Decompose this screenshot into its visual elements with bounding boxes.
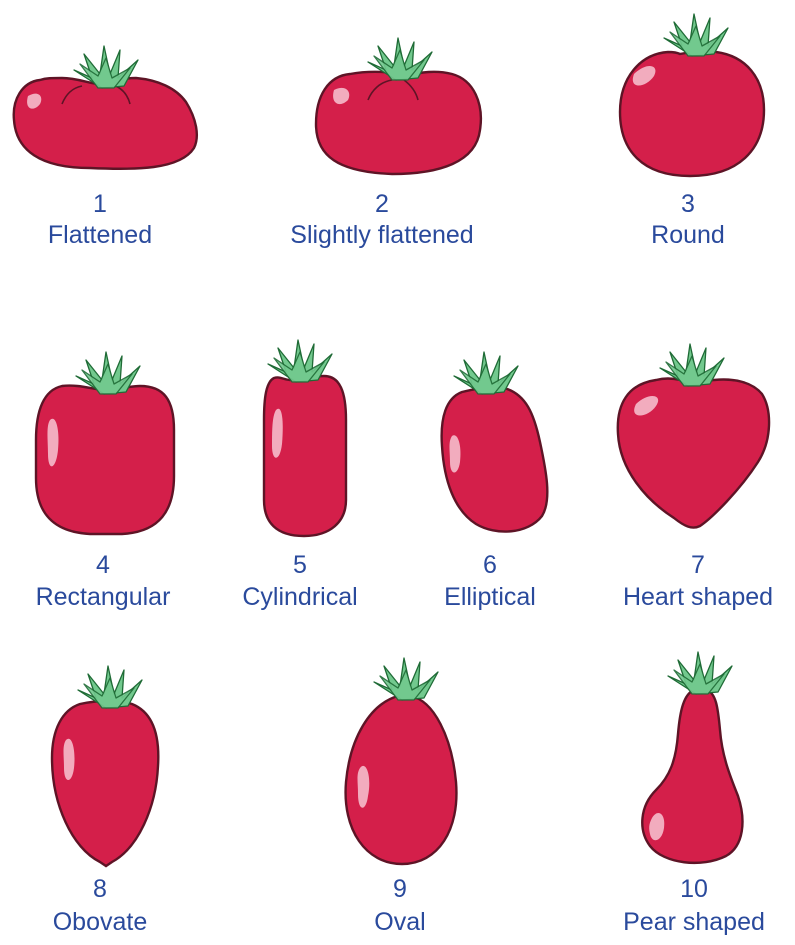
shape-number: 8 — [93, 875, 107, 903]
shape-number: 2 — [375, 190, 389, 218]
shape-number: 1 — [93, 190, 107, 218]
tomato-item-8: 8 Obovate — [52, 666, 158, 936]
tomato-item-4: 4 Rectangular — [36, 352, 174, 611]
shape-name: Round — [651, 221, 725, 249]
tomato-slightly-flattened-icon — [316, 38, 481, 174]
shape-number: 3 — [681, 190, 695, 218]
shape-name: Elliptical — [444, 583, 536, 611]
shape-number: 10 — [680, 875, 708, 903]
tomato-item-7: 7 Heart shaped — [618, 344, 773, 611]
tomato-round-icon — [620, 14, 764, 176]
shape-name: Obovate — [53, 908, 148, 936]
tomato-cylindrical-icon — [264, 340, 346, 536]
tomato-item-9: 9 Oval — [346, 658, 457, 936]
tomato-item-6: 6 Elliptical — [442, 352, 548, 611]
shape-name: Slightly flattened — [290, 221, 473, 249]
shape-name: Rectangular — [36, 583, 171, 611]
tomato-oval-icon — [346, 658, 457, 864]
tomato-heart-shaped-icon — [618, 344, 769, 528]
tomato-rectangular-icon — [36, 352, 174, 534]
shape-number: 4 — [96, 551, 110, 579]
shape-number: 7 — [691, 551, 705, 579]
shape-name: Cylindrical — [242, 583, 357, 611]
tomato-item-2: 2 Slightly flattened — [290, 38, 481, 249]
tomato-item-1: 1 Flattened — [14, 46, 197, 249]
shape-number: 5 — [293, 551, 307, 579]
shape-name: Heart shaped — [623, 583, 773, 611]
shape-number: 6 — [483, 551, 497, 579]
shape-number: 9 — [393, 875, 407, 903]
tomato-pear-shaped-icon — [642, 652, 742, 863]
tomato-obovate-icon — [52, 666, 158, 866]
tomato-item-5: 5 Cylindrical — [242, 340, 357, 611]
tomato-item-3: 3 Round — [620, 14, 764, 249]
shape-name: Oval — [374, 908, 425, 936]
tomato-flattened-icon — [14, 46, 197, 169]
shape-name: Pear shaped — [623, 908, 765, 936]
tomato-item-10: 10 Pear shaped — [623, 652, 765, 936]
shape-name: Flattened — [48, 221, 152, 249]
tomato-elliptical-icon — [442, 352, 548, 532]
